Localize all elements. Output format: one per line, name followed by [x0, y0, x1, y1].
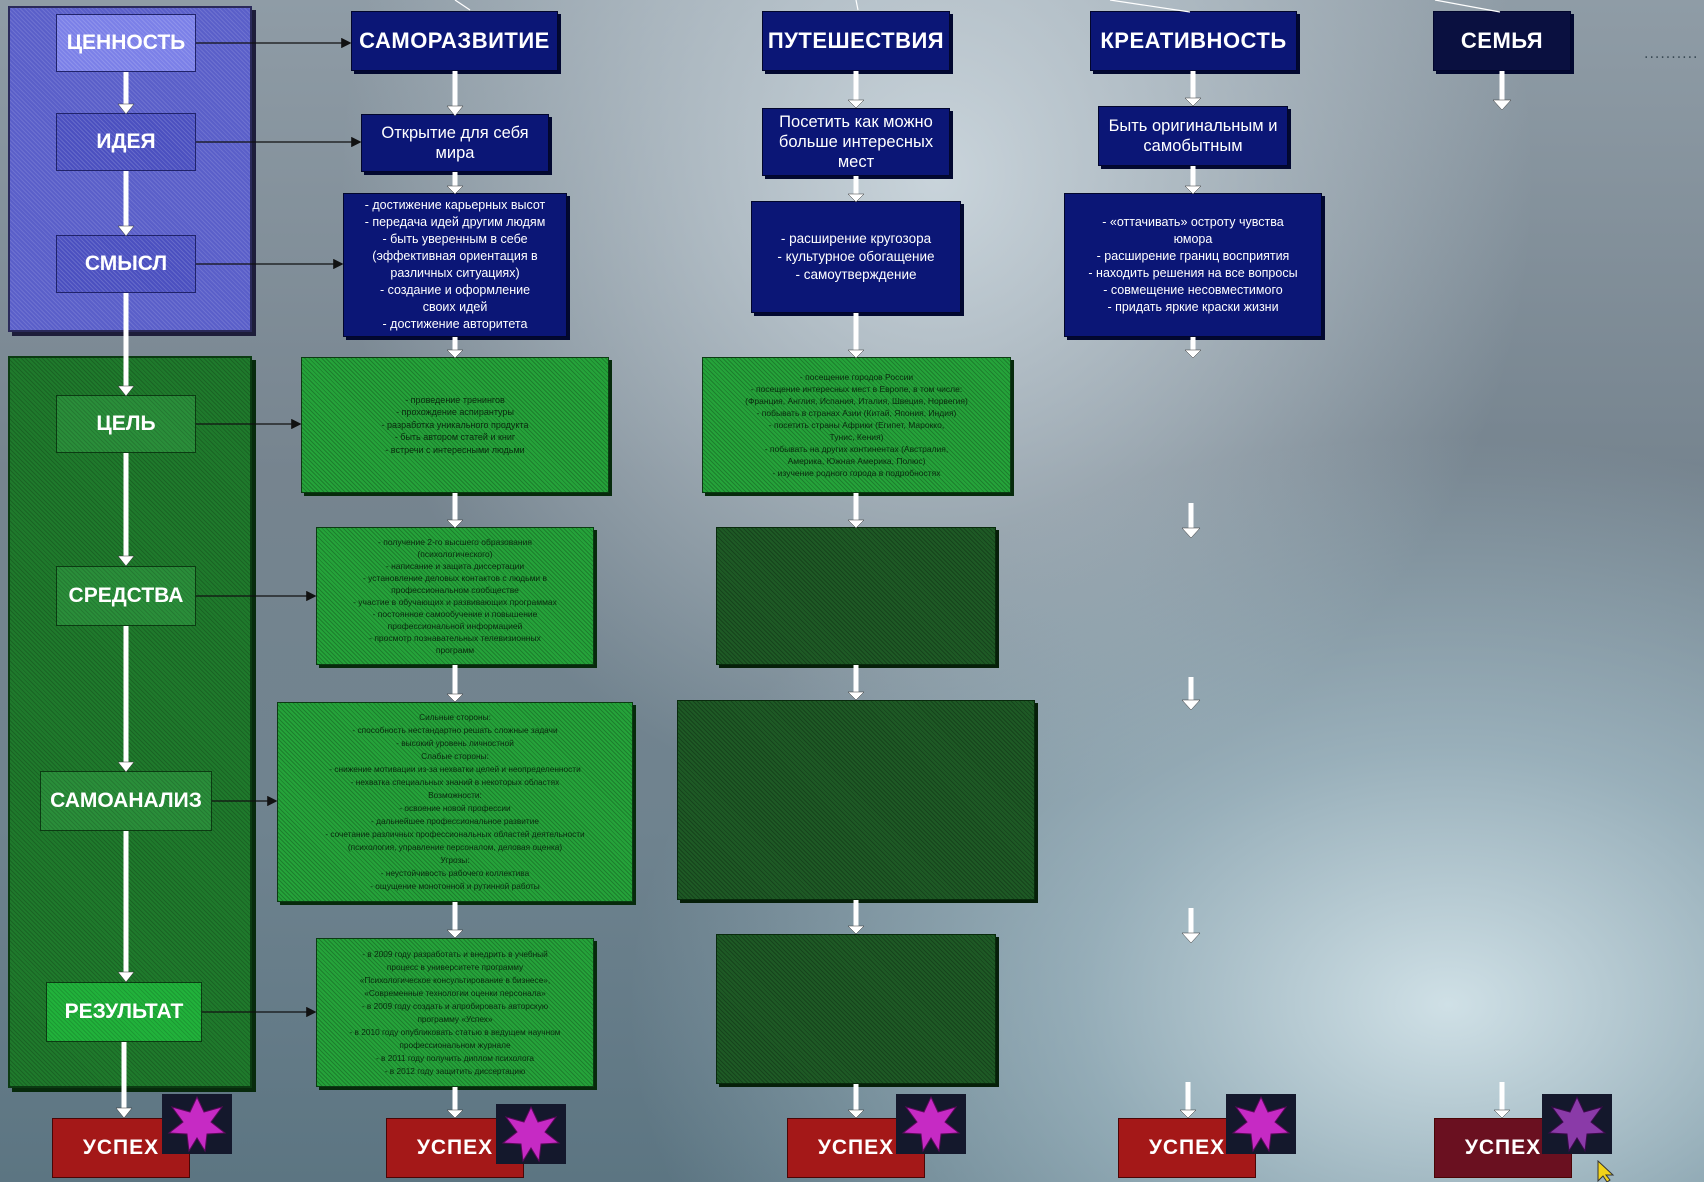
idea-label: ИДЕЯ	[56, 113, 196, 171]
list-item: различных ситуациях)	[390, 266, 520, 280]
list-item: - в 2011 году получить диплом психолога	[375, 1052, 535, 1063]
success-travel: УСПЕХ	[787, 1118, 925, 1178]
list-item: - проведение тренингов	[405, 394, 505, 405]
list-item: - высокий уровень личностной	[396, 738, 514, 748]
result-self-development: - в 2009 году разработать и внедрить в у…	[316, 938, 594, 1087]
meaning-travel: - расширение кругозора - культурное обог…	[751, 201, 961, 313]
list-item: - быть уверенным в себе	[382, 232, 528, 246]
means-travel-empty	[716, 527, 996, 665]
list-item: - посещение интересных мест в Европе, в …	[750, 384, 963, 394]
idea-creativity: Быть оригинальным и самобытным	[1098, 106, 1288, 166]
header-travel: ПУТЕШЕСТВИЯ	[762, 11, 950, 71]
list-item: - достижение авторитета	[382, 317, 528, 331]
star-icon	[162, 1094, 232, 1154]
star-icon	[1226, 1094, 1296, 1154]
list-item: - в 2012 году защитить диссертацию	[384, 1065, 526, 1076]
list-item: Тунис, Кения)	[829, 432, 884, 442]
list-item: - написание и защита диссертации	[385, 561, 525, 571]
list-item: программ	[435, 645, 475, 655]
list-item: - побывать в странах Азии (Китай, Япония…	[756, 408, 957, 418]
list-item: - способность нестандартно решать сложны…	[352, 725, 558, 735]
selfanalysis-self-development: Сильные стороны: - способность нестандар…	[277, 702, 633, 902]
result-label: РЕЗУЛЬТАТ	[46, 982, 202, 1042]
list-item: - расширение кругозора	[780, 231, 932, 246]
list-item: - встречи с интересными людьми	[385, 444, 525, 455]
list-item: - нехватка специальных знаний в некоторы…	[350, 777, 560, 787]
list-item: Угрозы:	[440, 855, 470, 865]
list-item: - получение 2-го высшего образования	[378, 537, 532, 547]
header-creativity: КРЕАТИВНОСТЬ	[1090, 11, 1297, 71]
list-item: профессиональном журнале	[399, 1039, 511, 1050]
selfanalysis-travel-empty	[677, 700, 1035, 900]
list-item: - находить решения на все вопросы	[1088, 266, 1298, 280]
goal-travel: - посещение городов России - посещение и…	[702, 357, 1011, 493]
goal-label: ЦЕЛЬ	[56, 395, 196, 453]
list-item: - в 2009 году разработать и внедрить в у…	[362, 948, 548, 959]
list-item: своих идей	[422, 300, 488, 314]
list-item: - самоутверждение	[795, 267, 917, 282]
list-item: - культурное обогащение	[777, 249, 935, 264]
list-item: - посетить страны Африки (Египет, Марокк…	[768, 420, 945, 430]
list-item: Америка, Южная Америка, Полюс)	[787, 456, 926, 466]
list-item: «Психологическое консультирование в бизн…	[359, 974, 551, 985]
list-item: - постоянное самообучение и повышение	[372, 609, 538, 619]
dotted-line: ..........	[1644, 46, 1699, 62]
means-self-development: - получение 2-го высшего образования (пс…	[316, 527, 594, 665]
list-item: - сочетание различных профессиональных о…	[325, 829, 585, 839]
list-item: - изучение родного города в подробностях	[772, 468, 941, 478]
list-item: - создание и оформление	[379, 283, 531, 297]
star-icon	[496, 1104, 566, 1164]
header-family: СЕМЬЯ	[1433, 11, 1571, 71]
list-item: - передача идей другим людям	[364, 215, 546, 229]
list-item: (Франция, Англия, Испания, Италия, Швеци…	[745, 396, 968, 406]
list-item: - посещение городов России	[799, 372, 914, 382]
list-item: (эффективная ориентация в	[372, 249, 538, 263]
value-label: ЦЕННОСТЬ	[56, 14, 196, 72]
idea-travel: Посетить как можно больше интересных мес…	[762, 108, 950, 176]
list-item: (психология, управление персоналом, дело…	[347, 842, 563, 852]
list-item: - в 2010 году опубликовать статью в веду…	[349, 1026, 561, 1037]
goal-panel	[8, 356, 252, 1088]
list-item: процесс в университете программу	[386, 961, 524, 972]
means-label: СРЕДСТВА	[56, 566, 196, 626]
header-self-development: САМОРАЗВИТИЕ	[351, 11, 558, 71]
list-item: - в 2009 году создать и апробировать авт…	[361, 1000, 549, 1011]
list-item: - расширение границ восприятия	[1096, 249, 1290, 263]
list-item: Возможности:	[428, 790, 482, 800]
list-item: - совмещение несовместимого	[1103, 283, 1283, 297]
list-item: - прохождение аспирантуры	[396, 407, 514, 418]
list-item: «Современные технологии оценки персонала…	[364, 987, 546, 998]
list-item: Слабые стороны:	[421, 751, 489, 761]
list-item: профессиональной информацией	[387, 621, 523, 631]
meaning-creativity: - «оттачивать» остроту чувства юмора - р…	[1064, 193, 1322, 337]
list-item: юмора	[1173, 232, 1213, 246]
star-icon	[1542, 1094, 1612, 1154]
list-item: - ощущение монотонной и рутинной работы	[370, 881, 540, 891]
list-item: - побывать на других континентах (Австра…	[764, 444, 949, 454]
list-item: - участие в обучающих и развивающих прог…	[353, 597, 557, 607]
list-item: - дальнейшее профессиональное развитие	[371, 816, 539, 826]
list-item: профессиональном сообществе	[391, 585, 519, 595]
list-item: - «оттачивать» остроту чувства	[1102, 215, 1284, 229]
list-item: - установление деловых контактов с людьм…	[362, 573, 548, 583]
result-travel-empty	[716, 934, 996, 1084]
list-item: - неустойчивость рабочего коллектива	[380, 868, 530, 878]
list-item: программу «Успех»	[417, 1013, 493, 1024]
list-item: - разработка уникального продукта	[381, 419, 529, 430]
list-item: (психологического)	[417, 549, 493, 559]
list-item: - снижение мотивации из-за нехватки целе…	[329, 764, 581, 774]
star-icon	[896, 1094, 966, 1154]
selfanalysis-label: САМОАНАЛИЗ	[40, 771, 212, 831]
meaning-self-development: - достижение карьерных высот - передача …	[343, 193, 567, 337]
list-item: - быть автором статей и книг	[394, 432, 516, 443]
list-item: - достижение карьерных высот	[364, 198, 546, 212]
list-item: - придать яркие краски жизни	[1107, 300, 1279, 314]
list-item: - освоение новой профессии	[399, 803, 511, 813]
list-item: Сильные стороны:	[419, 712, 491, 722]
list-item: - просмотр познавательных телевизионных	[369, 633, 541, 643]
cursor-icon	[1597, 1160, 1615, 1182]
goal-self-development: - проведение тренингов - прохождение асп…	[301, 357, 609, 493]
